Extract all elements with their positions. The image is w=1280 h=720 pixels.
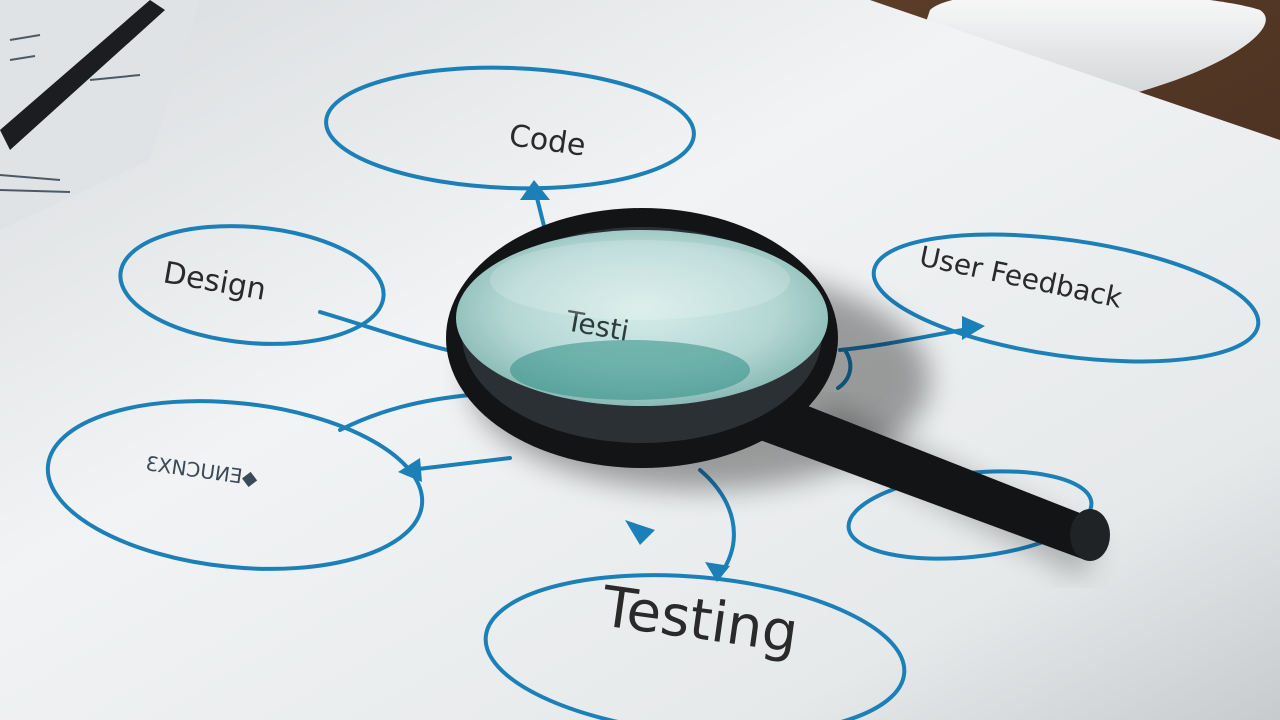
- handle-end: [1070, 509, 1110, 561]
- code-oval: [324, 65, 696, 191]
- pen: [0, 0, 165, 150]
- magnifier-handle: [760, 395, 1105, 560]
- design-oval: [118, 224, 386, 346]
- arrowhead-code: [520, 180, 550, 200]
- lens-reflection: [510, 340, 750, 400]
- user-feedback-oval: [871, 232, 1261, 364]
- arrowhead-scribble: [398, 458, 422, 482]
- notebook-scribbles: [0, 34, 141, 193]
- arrowhead-testing: [705, 562, 730, 582]
- arrowhead-stray: [625, 520, 655, 545]
- testing-oval: [483, 573, 907, 720]
- magnifying-glass: Testi: [446, 208, 1110, 561]
- arrowhead-feedback: [962, 316, 985, 340]
- scribble-oval: [45, 399, 425, 571]
- scribble-connector: [338, 393, 472, 432]
- lens-glare: [490, 240, 790, 320]
- arrowheads: [398, 180, 985, 582]
- scribble-arrow-line: [408, 456, 512, 472]
- notebook-page: [0, 0, 200, 230]
